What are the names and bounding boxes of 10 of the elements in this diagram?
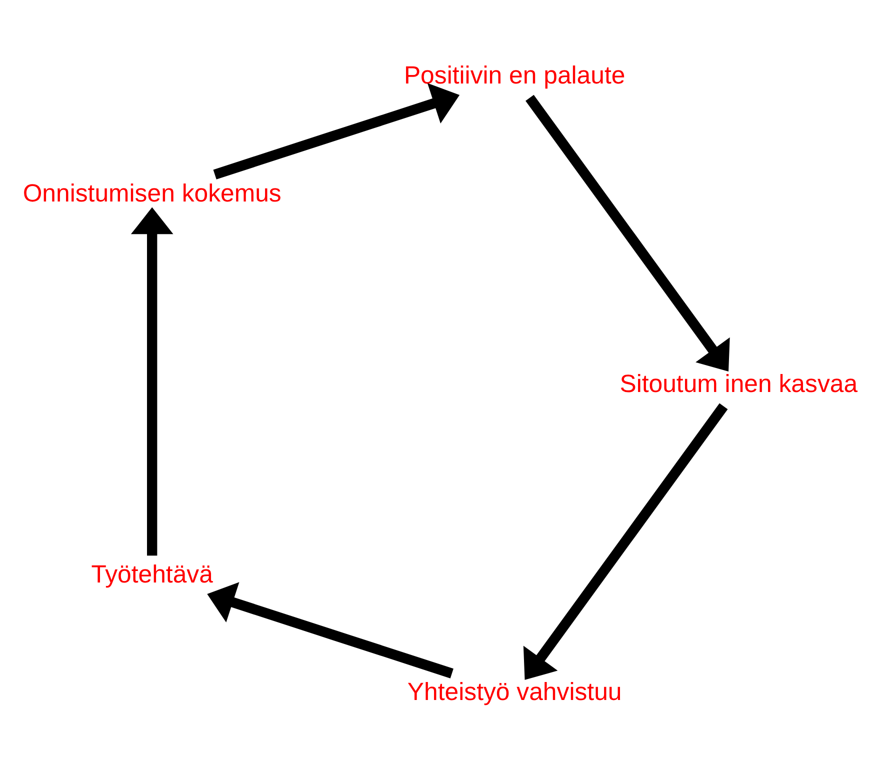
arrow — [206, 582, 453, 678]
node-text: Sitoutum inen kasvaa — [619, 370, 858, 398]
node-text: Yhteistyö vahvistuu — [406, 678, 622, 706]
node-text: Onnistumisen kokemus — [22, 179, 281, 208]
arrow — [522, 403, 728, 680]
node-text: Työtehtävä — [90, 560, 212, 588]
arrow — [525, 94, 730, 372]
arrow — [130, 207, 173, 556]
arrow — [212, 83, 460, 180]
node-text: Positiivin en palaute — [403, 61, 625, 90]
